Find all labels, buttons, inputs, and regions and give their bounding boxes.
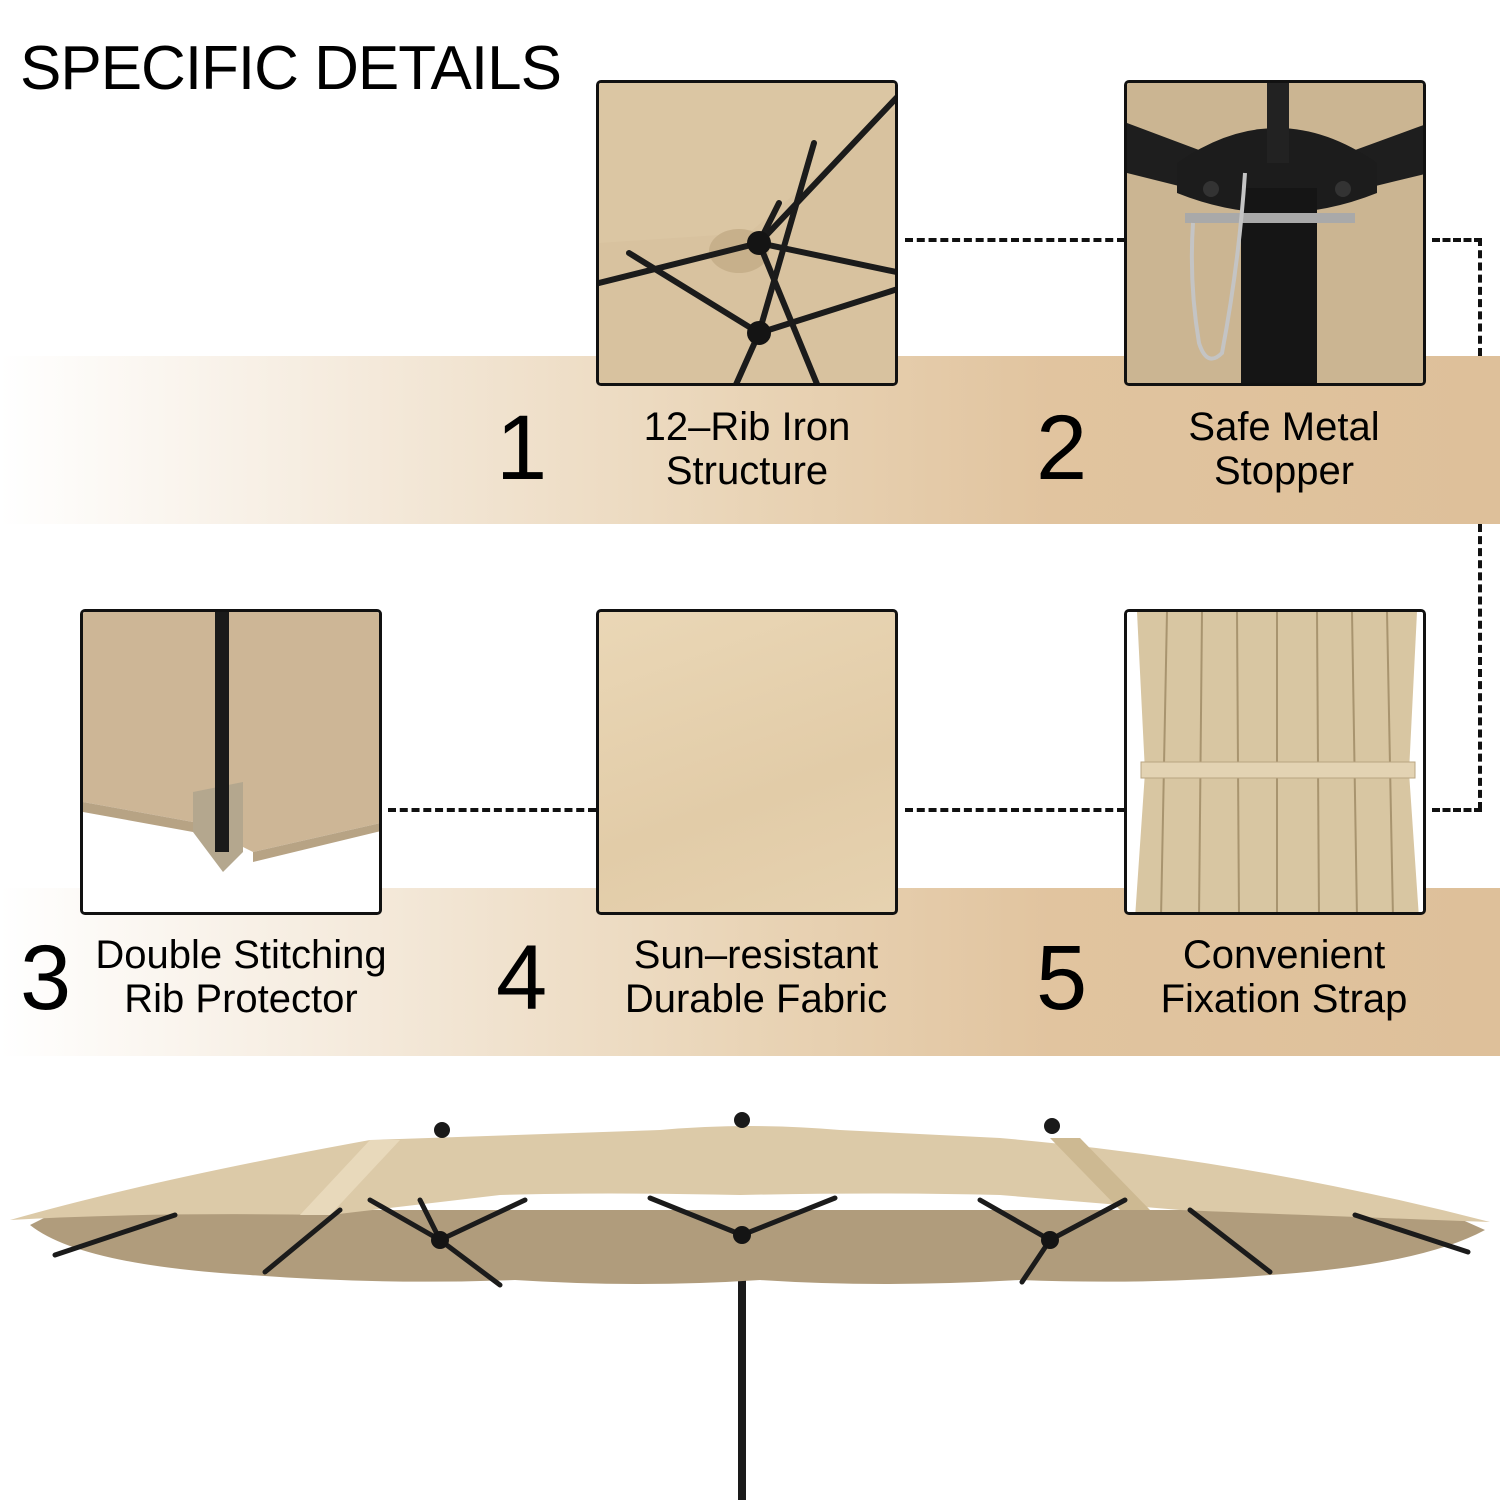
dashed-connector bbox=[1432, 238, 1482, 242]
feature-image-metal-stopper bbox=[1124, 80, 1426, 386]
feature-caption-line: Structure bbox=[665, 449, 829, 493]
dashed-connector bbox=[1478, 524, 1482, 810]
feature-band-bottom bbox=[0, 888, 1500, 1056]
dashed-connector bbox=[905, 238, 1125, 242]
feature-caption-line: Fixation Strap bbox=[1160, 977, 1408, 1021]
feature-caption-line: Sun–resistant bbox=[633, 933, 879, 977]
hero-umbrella-image bbox=[0, 1100, 1500, 1500]
feature-caption: 12–Rib Iron Structure bbox=[596, 405, 898, 493]
feature-number: 2 bbox=[1036, 397, 1088, 499]
feature-caption: Double Stitching Rib Protector bbox=[78, 933, 404, 1021]
feature-caption-line: Double Stitching bbox=[95, 933, 387, 977]
feature-caption: Sun–resistant Durable Fabric bbox=[596, 933, 916, 1021]
dashed-connector bbox=[905, 808, 1125, 812]
feature-caption-line: Rib Protector bbox=[124, 977, 358, 1021]
feature-image-fabric bbox=[596, 609, 898, 915]
dashed-connector bbox=[1432, 808, 1482, 812]
feature-caption: Safe Metal Stopper bbox=[1124, 405, 1444, 493]
feature-image-rib-structure bbox=[596, 80, 898, 386]
feature-number: 5 bbox=[1036, 927, 1088, 1029]
dashed-connector bbox=[1478, 238, 1482, 356]
feature-caption-line: Stopper bbox=[1213, 449, 1355, 493]
feature-caption-line: 12–Rib Iron bbox=[643, 405, 851, 449]
feature-caption-line: Durable Fabric bbox=[624, 977, 888, 1021]
feature-caption-line: Convenient bbox=[1182, 933, 1386, 977]
feature-number: 3 bbox=[20, 927, 72, 1029]
feature-number: 1 bbox=[496, 397, 548, 499]
page-title: SPECIFIC DETAILS bbox=[20, 34, 562, 103]
feature-caption-line: Safe Metal bbox=[1188, 405, 1380, 449]
feature-image-rib-protector bbox=[80, 609, 382, 915]
dashed-connector bbox=[388, 808, 596, 812]
feature-image-fixation-strap bbox=[1124, 609, 1426, 915]
feature-number: 4 bbox=[496, 927, 548, 1029]
feature-caption: Convenient Fixation Strap bbox=[1124, 933, 1444, 1021]
